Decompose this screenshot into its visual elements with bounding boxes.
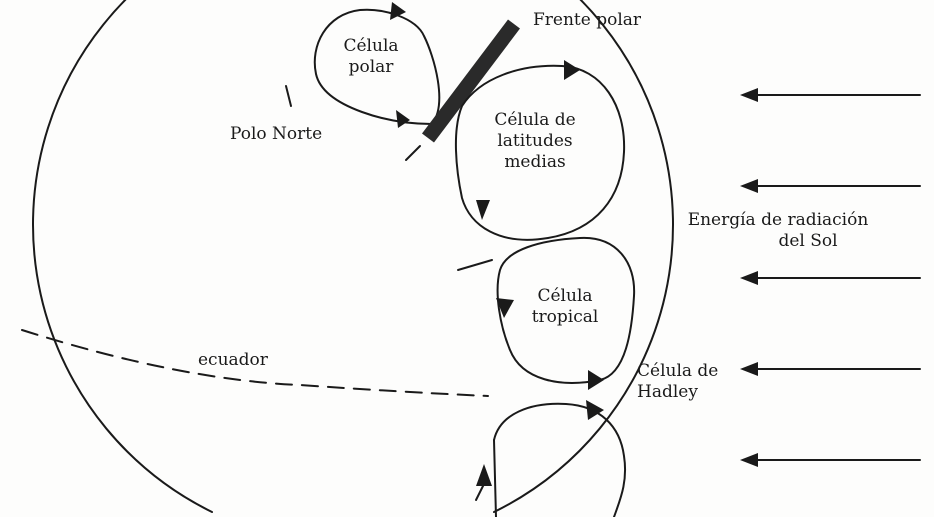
midlatitude-cell-arrow-bottom: [476, 200, 490, 220]
solar-radiation-arrows: [740, 88, 920, 467]
hadley-cell-label-line1: Célula de: [637, 361, 718, 382]
equator-label: ecuador: [198, 350, 268, 371]
midlatitude-cell-arrow-top: [564, 60, 580, 80]
tropical-cell-arrow-right: [588, 370, 604, 390]
polar-cell-label-line1: Célula: [336, 36, 406, 57]
solar-radiation-label: Energía de radiación del Sol: [678, 210, 878, 252]
midlatitude-cell-label-line1: Célula de: [480, 110, 590, 131]
polar-cell-label-line2: polar: [336, 57, 406, 78]
polar-cell-label: Célula polar: [336, 36, 406, 78]
midlat-tropical-tick: [458, 260, 492, 270]
polo-norte-tick: [286, 86, 291, 106]
hadley-cell-left-edge: [494, 440, 496, 517]
hadley-cell-arrow-top: [586, 400, 604, 420]
hadley-cell-inflow-stem: [476, 484, 484, 500]
north-pole-text: Polo Norte: [230, 124, 322, 145]
tropical-cell-label-line1: Célula: [520, 286, 610, 307]
radiation-arrowhead-4: [740, 362, 758, 376]
hadley-cell-label: Célula de Hadley: [637, 361, 718, 403]
equator-text: ecuador: [198, 350, 268, 371]
polar-front-tick: [406, 146, 420, 160]
radiation-arrowhead-2: [740, 179, 758, 193]
polar-front-label: Frente polar: [533, 10, 641, 31]
radiation-arrowhead-5: [740, 453, 758, 467]
midlatitude-cell-label-line3: medias: [480, 152, 590, 173]
radiation-arrowhead-1: [740, 88, 758, 102]
tropical-cell-label-line2: tropical: [520, 307, 610, 328]
hadley-cell-label-line2: Hadley: [637, 382, 718, 403]
solar-radiation-label-line2: del Sol: [678, 231, 878, 252]
solar-radiation-label-line1: Energía de radiación: [678, 210, 878, 231]
hadley-cell-arrow-left: [476, 464, 492, 486]
radiation-arrowhead-3: [740, 271, 758, 285]
polar-front-text: Frente polar: [533, 10, 641, 31]
north-pole-label: Polo Norte: [230, 124, 322, 145]
tropical-cell-label: Célula tropical: [520, 286, 610, 328]
polar-cell-arrow-bottom: [396, 110, 410, 128]
midlatitude-cell-label: Célula de latitudes medias: [480, 110, 590, 173]
midlatitude-cell-label-line2: latitudes: [480, 131, 590, 152]
